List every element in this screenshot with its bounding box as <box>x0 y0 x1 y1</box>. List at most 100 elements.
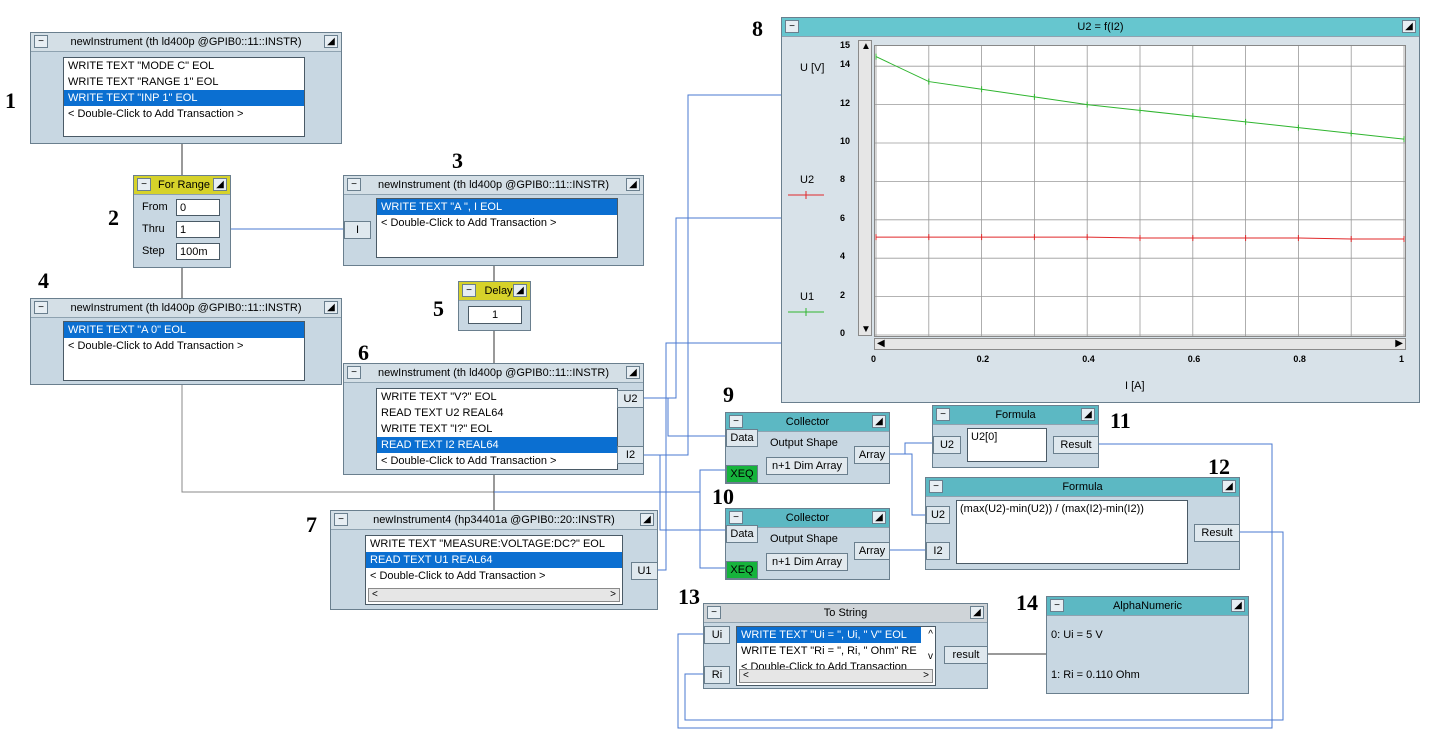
title-bar[interactable]: − Collector ◢ <box>726 413 889 432</box>
minimize-icon[interactable]: − <box>729 511 743 524</box>
title-bar[interactable]: − To String ◢ <box>704 604 987 623</box>
title-bar[interactable]: − U2 = f(I2) ◢ <box>782 18 1419 37</box>
transaction-row[interactable]: WRITE TEXT "V?" EOL <box>381 391 497 403</box>
transaction-list[interactable]: WRITE TEXT "A ", I EOL < Double-Click to… <box>376 198 618 258</box>
transaction-row[interactable]: READ TEXT U2 REAL64 <box>381 407 504 419</box>
title-bar[interactable]: − newInstrument (th ld400p @GPIB0::11::I… <box>31 33 341 52</box>
formula-object-12[interactable]: − Formula ◢ U2 I2 (max(U2)-min(U2)) / (m… <box>925 477 1240 570</box>
output-pin-result[interactable]: result <box>944 646 988 664</box>
transaction-list[interactable]: WRITE TEXT "MEASURE:VOLTAGE:DC?" EOL REA… <box>365 535 623 605</box>
minimize-icon[interactable]: − <box>729 415 743 428</box>
horizontal-scrollbar[interactable]: < > <box>739 669 933 683</box>
menu-icon[interactable]: ◢ <box>872 415 886 428</box>
instrument-object-3[interactable]: − newInstrument (th ld400p @GPIB0::11::I… <box>343 175 644 266</box>
add-transaction-row[interactable]: < Double-Click to Add Transaction > <box>68 340 244 352</box>
instrument-object-6[interactable]: − newInstrument (th ld400p @GPIB0::11::I… <box>343 363 644 475</box>
input-pin-i[interactable]: I <box>344 221 371 239</box>
output-pin-array[interactable]: Array <box>854 446 890 464</box>
minimize-icon[interactable]: − <box>707 606 721 619</box>
minimize-icon[interactable]: − <box>462 284 476 297</box>
transaction-row[interactable]: WRITE TEXT "I?" EOL <box>381 423 493 435</box>
scroll-right-icon[interactable]: > <box>610 589 616 600</box>
title-bar[interactable]: − Formula ◢ <box>926 478 1239 497</box>
title-bar[interactable]: − newInstrument (th ld400p @GPIB0::11::I… <box>31 299 341 318</box>
add-transaction-row[interactable]: < Double-Click to Add Transaction > <box>381 217 557 229</box>
menu-icon[interactable]: ◢ <box>1222 480 1236 493</box>
title-bar[interactable]: − Formula ◢ <box>933 406 1098 425</box>
for-range-object[interactable]: − For Range ◢ From 0 Thru 1 Step 100m <box>133 175 231 268</box>
minimize-icon[interactable]: − <box>334 513 348 526</box>
instrument-object-4[interactable]: − newInstrument (th ld400p @GPIB0::11::I… <box>30 298 342 385</box>
input-pin-data[interactable]: Data <box>726 429 758 447</box>
step-field[interactable]: 100m <box>176 243 220 260</box>
collector-object-10[interactable]: − Collector ◢ Data XEQ Output Shape n+1 … <box>725 508 890 580</box>
input-pin-u2[interactable]: U2 <box>926 506 950 524</box>
output-pin-u1[interactable]: U1 <box>631 562 658 580</box>
minimize-icon[interactable]: − <box>347 366 361 379</box>
transaction-row[interactable]: WRITE TEXT "RANGE 1" EOL <box>68 76 219 88</box>
minimize-icon[interactable]: − <box>929 480 943 493</box>
output-pin-u2[interactable]: U2 <box>617 390 644 408</box>
add-transaction-row[interactable]: < Double-Click to Add Transaction > <box>68 108 244 120</box>
title-bar[interactable]: − AlphaNumeric ◢ <box>1047 597 1248 616</box>
minimize-icon[interactable]: − <box>785 20 799 33</box>
menu-icon[interactable]: ◢ <box>1081 408 1095 421</box>
scroll-left-icon[interactable]: < <box>372 589 378 600</box>
add-transaction-row[interactable]: < Double-Click to Add Transaction <box>741 661 908 673</box>
minimize-icon[interactable]: − <box>936 408 950 421</box>
menu-icon[interactable]: ◢ <box>513 284 527 297</box>
menu-icon[interactable]: ◢ <box>1231 599 1245 612</box>
output-pin-result[interactable]: Result <box>1053 436 1099 454</box>
input-pin-data[interactable]: Data <box>726 525 758 543</box>
delay-field[interactable]: 1 <box>468 306 522 324</box>
y-scrollbar[interactable]: ▲ ▼ <box>858 40 872 336</box>
scroll-left-icon[interactable]: < <box>743 670 749 681</box>
input-pin-ui[interactable]: Ui <box>704 626 730 644</box>
transaction-row[interactable]: WRITE TEXT "A 0" EOL <box>64 322 304 338</box>
output-shape-button[interactable]: n+1 Dim Array <box>766 553 848 571</box>
formula-expression[interactable]: U2[0] <box>967 428 1047 462</box>
transaction-row[interactable]: WRITE TEXT "Ri = ", Ri, " Ohm" RE <box>741 645 917 657</box>
menu-icon[interactable]: ◢ <box>213 178 227 191</box>
minimize-icon[interactable]: − <box>34 35 48 48</box>
minimize-icon[interactable]: − <box>137 178 151 191</box>
from-field[interactable]: 0 <box>176 199 220 216</box>
transaction-list[interactable]: WRITE TEXT "V?" EOL READ TEXT U2 REAL64 … <box>376 388 618 470</box>
minimize-icon[interactable]: − <box>34 301 48 314</box>
transaction-row[interactable]: READ TEXT I2 REAL64 <box>377 437 617 453</box>
output-pin-i2[interactable]: I2 <box>617 446 644 464</box>
scroll-down-icon[interactable]: ▼ <box>861 324 871 335</box>
title-bar[interactable]: − newInstrument (th ld400p @GPIB0::11::I… <box>344 364 643 383</box>
thru-field[interactable]: 1 <box>176 221 220 238</box>
output-pin-array[interactable]: Array <box>854 542 890 560</box>
menu-icon[interactable]: ◢ <box>324 301 338 314</box>
menu-icon[interactable]: ◢ <box>626 178 640 191</box>
input-pin-u2[interactable]: U2 <box>933 436 961 454</box>
menu-icon[interactable]: ◢ <box>626 366 640 379</box>
transaction-row[interactable]: WRITE TEXT "A ", I EOL <box>377 199 617 215</box>
title-bar[interactable]: − For Range ◢ <box>134 176 230 195</box>
input-pin-xeq[interactable]: XEQ <box>726 465 758 483</box>
menu-icon[interactable]: ◢ <box>872 511 886 524</box>
transaction-row[interactable]: WRITE TEXT "Ui = ", Ui, " V" EOL <box>737 627 921 643</box>
scroll-left-icon[interactable]: ◀ <box>877 338 885 349</box>
title-bar[interactable]: − newInstrument (th ld400p @GPIB0::11::I… <box>344 176 643 195</box>
transaction-row[interactable]: WRITE TEXT "MEASURE:VOLTAGE:DC?" EOL <box>370 538 605 550</box>
horizontal-scrollbar[interactable]: < > <box>368 588 620 602</box>
output-pin-result[interactable]: Result <box>1194 524 1240 542</box>
scroll-down-icon[interactable]: v <box>928 651 933 662</box>
title-bar[interactable]: − Collector ◢ <box>726 509 889 528</box>
scroll-up-icon[interactable]: ▲ <box>861 41 871 52</box>
menu-icon[interactable]: ◢ <box>640 513 654 526</box>
alphanumeric-object[interactable]: − AlphaNumeric ◢ 0: Ui = 5 V 1: Ri = 0.1… <box>1046 596 1249 694</box>
input-pin-xeq[interactable]: XEQ <box>726 561 758 579</box>
add-transaction-row[interactable]: < Double-Click to Add Transaction > <box>381 455 557 467</box>
transaction-list[interactable]: WRITE TEXT "A 0" EOL < Double-Click to A… <box>63 321 305 381</box>
delay-object[interactable]: − Delay ◢ 1 <box>458 281 531 331</box>
transaction-list[interactable]: WRITE TEXT "Ui = ", Ui, " V" EOL WRITE T… <box>736 626 936 686</box>
scroll-up-icon[interactable]: ^ <box>928 629 933 640</box>
minimize-icon[interactable]: − <box>1050 599 1064 612</box>
plot-area[interactable] <box>874 45 1406 337</box>
scroll-right-icon[interactable]: ▶ <box>1395 338 1403 349</box>
